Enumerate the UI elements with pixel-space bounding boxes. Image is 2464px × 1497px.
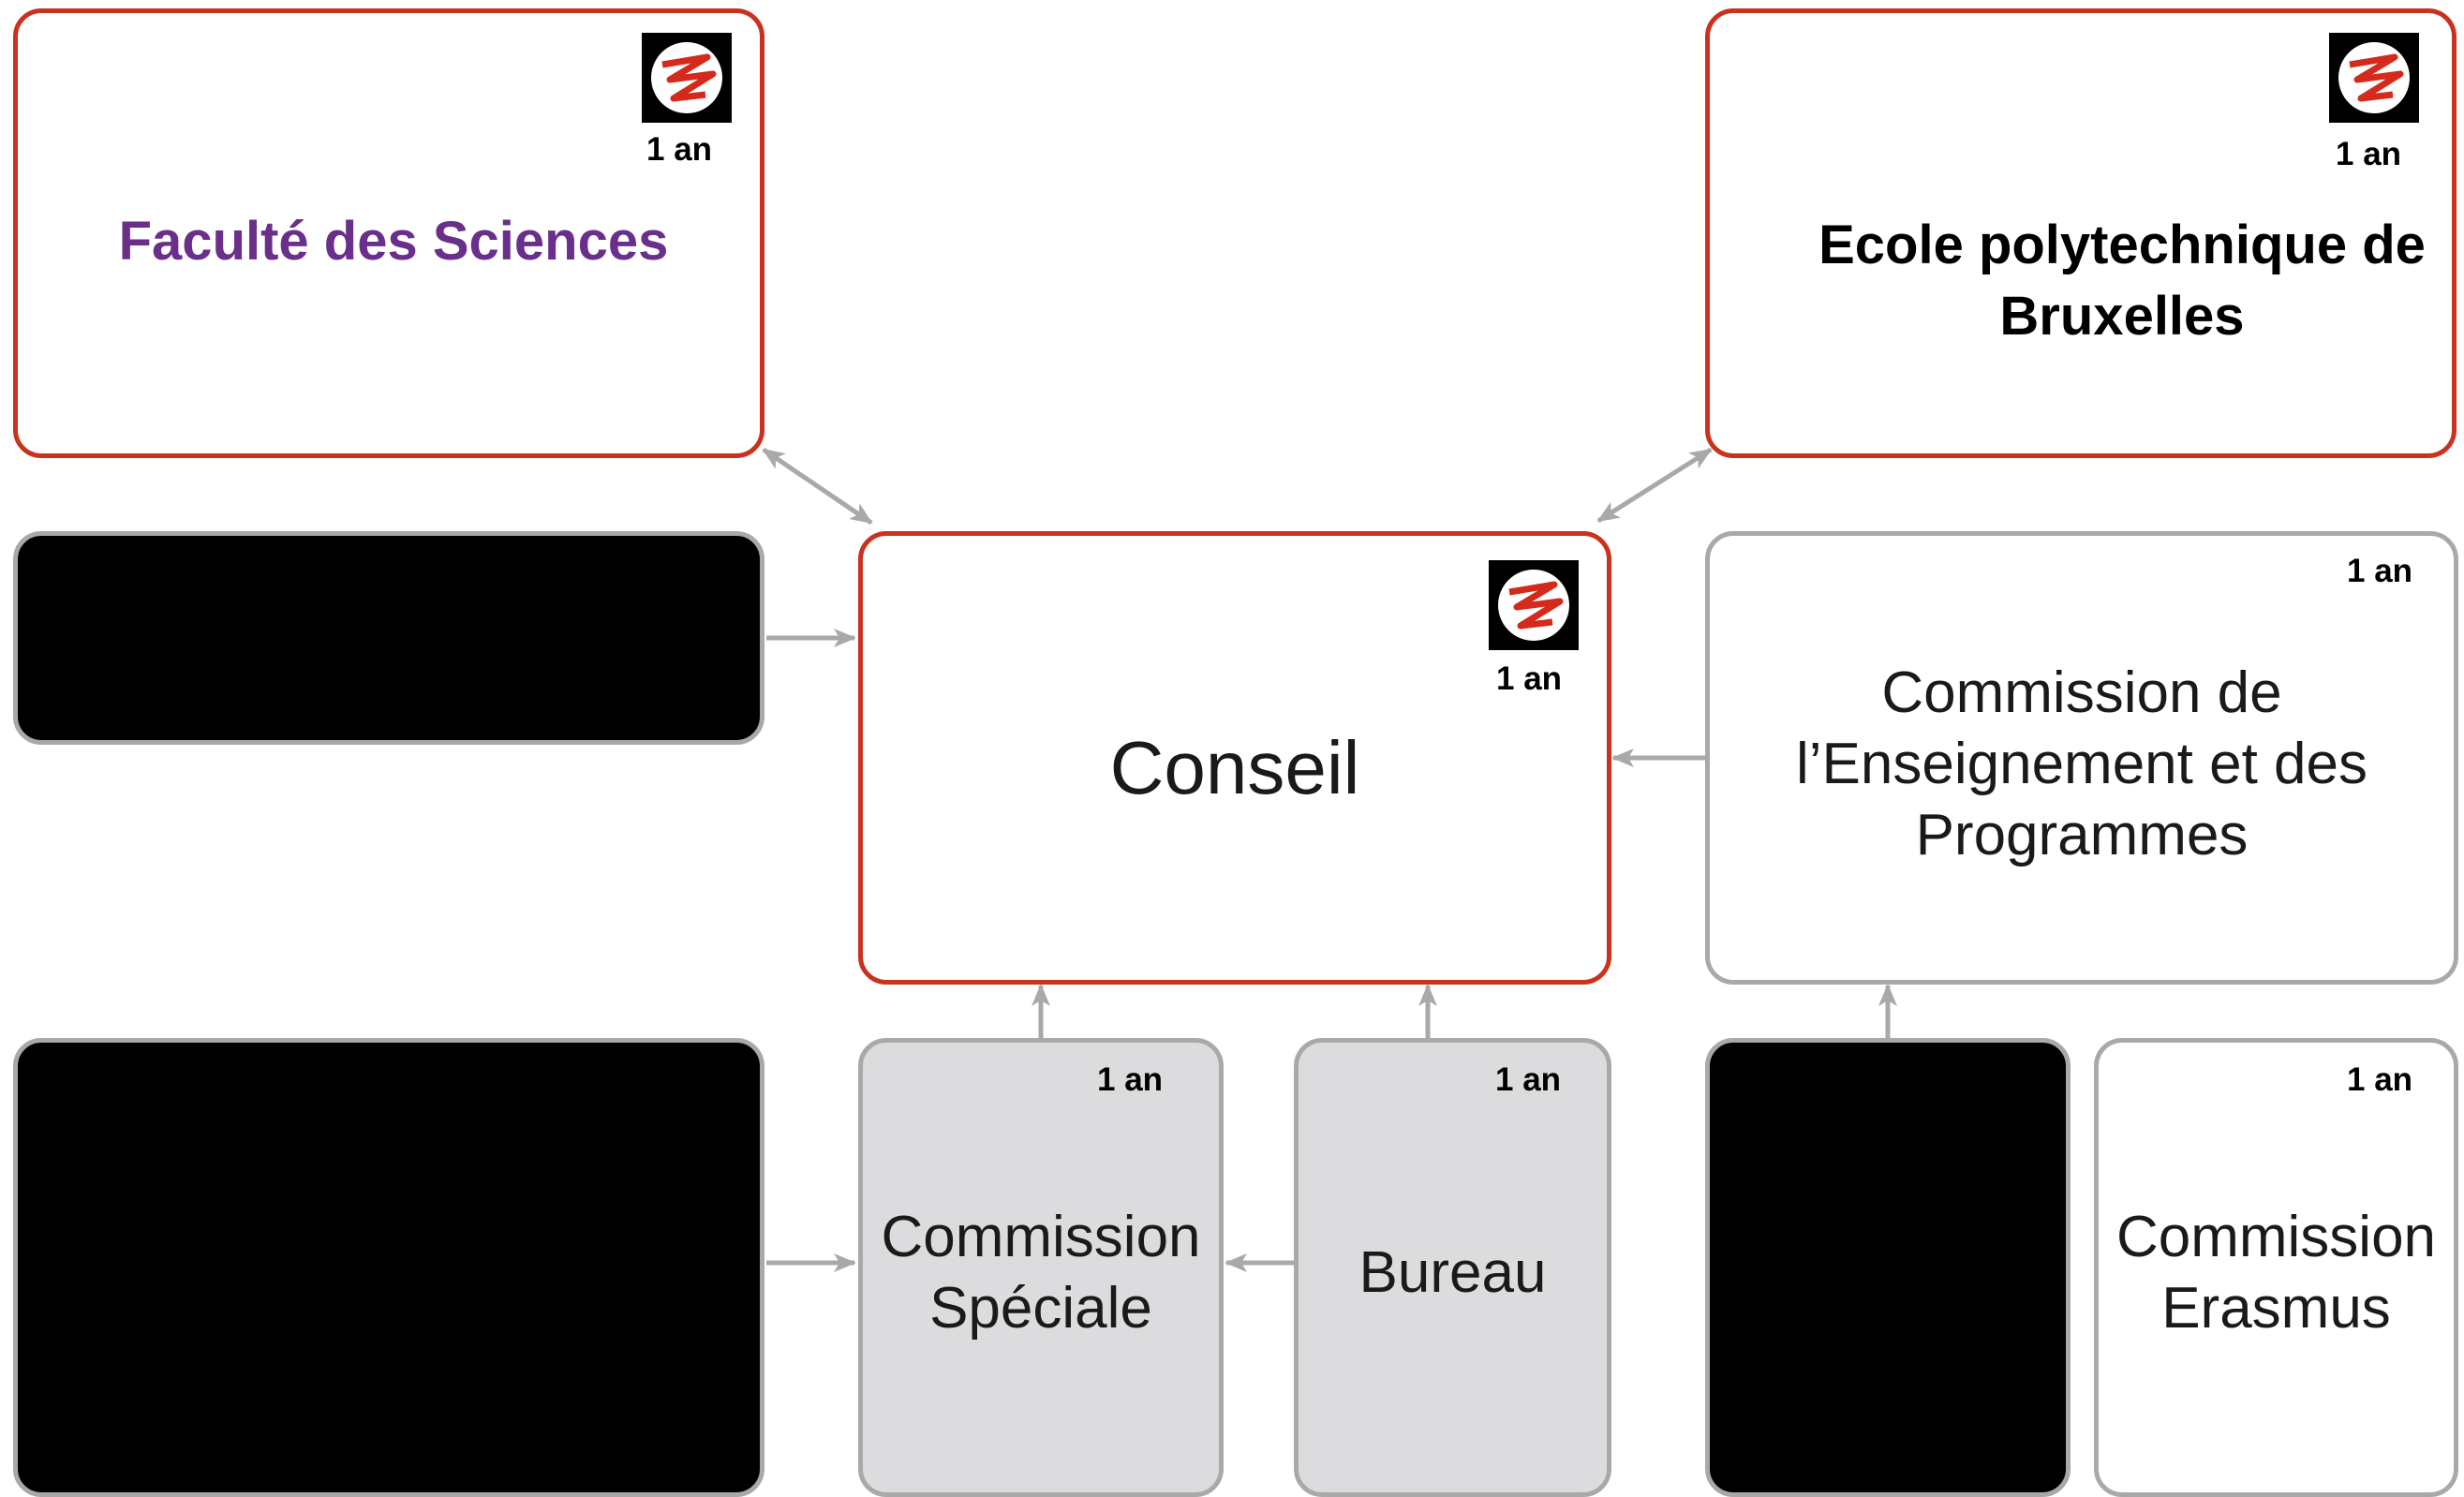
arrow-ecole-conseil (1596, 447, 1713, 524)
title-line: Programmes (1915, 803, 2249, 867)
arrow-faculte-conseil (762, 447, 873, 526)
title-line: Spéciale (929, 1276, 1152, 1341)
commission-enseignement-box: 1 an Commission de l’Enseignement et des… (1705, 531, 2458, 985)
conseil-box: 1 an Conseil (858, 531, 1611, 985)
conseil-title: Conseil (1109, 726, 1360, 809)
redacted-box (13, 1038, 764, 1497)
commission-erasmus-box: 1 an Commission Erasmus (2094, 1038, 2458, 1497)
duration-label: 1 an (2347, 553, 2413, 589)
ecole-title: Ecole polytechnique de Bruxelles (1818, 215, 2426, 347)
duration-label: 1 an (2347, 1061, 2413, 1098)
ecole-polytechnique-box: 1 an Ecole polytechnique de Bruxelles (1705, 8, 2457, 458)
title-line: Erasmus (2161, 1276, 2391, 1341)
duration-label: 1 an (1496, 660, 1563, 697)
duration-label: 1 an (646, 131, 713, 168)
commission-enseignement-title: Commission de l’Enseignement et des Prog… (1710, 658, 2454, 871)
duration-label: 1 an (1495, 1061, 1562, 1098)
redacted-box (1705, 1038, 2071, 1497)
bureau-title: Bureau (1358, 1240, 1547, 1305)
faculte-des-sciences-box: 1 an Faculté des Sciences (13, 8, 764, 458)
red-scribble-emblem-icon (2329, 33, 2419, 123)
duration-label: 1 an (1097, 1061, 1164, 1098)
commission-erasmus-title: Commission Erasmus (2099, 1202, 2454, 1344)
commission-speciale-box: 1 an Commission Spéciale (858, 1038, 1224, 1497)
title-line: Commission (2115, 1205, 2437, 1269)
redacted-box (13, 531, 764, 745)
faculte-title: Faculté des Sciences (118, 211, 669, 272)
title-line: l’Enseignement et des (1795, 732, 2368, 796)
bureau-box: 1 an Bureau (1294, 1038, 1611, 1497)
red-scribble-emblem-icon (642, 33, 732, 123)
title-line: Commission de (1881, 660, 2282, 725)
commission-speciale-title: Commission Spéciale (863, 1202, 1219, 1344)
red-scribble-emblem-icon (1489, 560, 1579, 650)
title-line: Commission (881, 1205, 1201, 1269)
duration-label: 1 an (2336, 136, 2402, 172)
